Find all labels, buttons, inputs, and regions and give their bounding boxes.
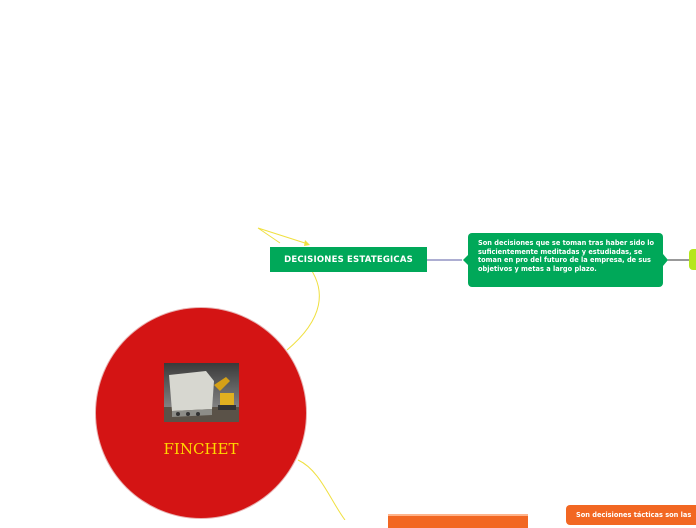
topic-label: DECISIONES ESTATEGICAS xyxy=(284,254,413,265)
note-text: Son decisiones que se toman tras haber s… xyxy=(478,239,655,273)
note-tacticas[interactable]: Son decisiones tácticas son las xyxy=(566,505,696,525)
note-text: Son decisiones tácticas son las xyxy=(576,511,692,519)
connector-central-tacticas xyxy=(297,459,346,520)
excavator-image xyxy=(164,363,239,422)
note-estrategicas[interactable]: Son decisiones que se toman tras haber s… xyxy=(468,233,663,287)
note-pointer xyxy=(463,254,469,266)
note-pointer-right xyxy=(663,254,668,266)
next-node-partial[interactable] xyxy=(689,249,696,270)
connector-arrowhead xyxy=(304,240,310,246)
connector-branch-upper xyxy=(257,227,309,245)
topic-decisiones-tacticas[interactable] xyxy=(388,514,528,528)
topic-decisiones-estrategicas[interactable]: DECISIONES ESTATEGICAS xyxy=(270,247,427,272)
connector-central-estrategicas xyxy=(286,267,320,351)
central-title: FINCHET xyxy=(163,440,239,458)
